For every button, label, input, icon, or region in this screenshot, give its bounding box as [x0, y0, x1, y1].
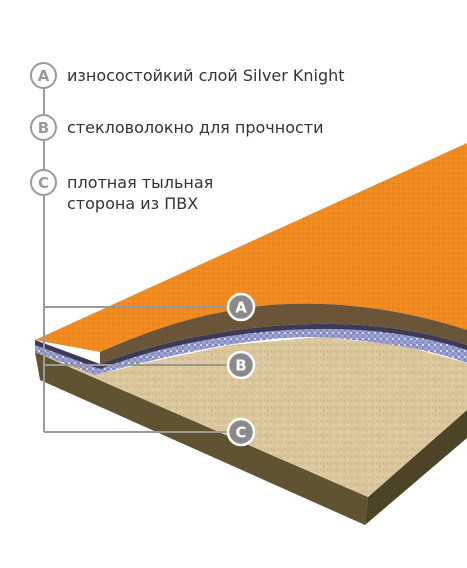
- leader-lines: [43, 88, 229, 433]
- legend-item-b: B стекловолокно для прочности: [30, 114, 324, 141]
- legend-marker-a: A: [30, 62, 57, 89]
- pvc-backing-surface: [35, 337, 467, 497]
- marker-a: A: [226, 292, 256, 322]
- marker-b: B: [226, 350, 256, 380]
- marker-a-label: A: [235, 299, 247, 317]
- marker-b-label: B: [235, 357, 246, 375]
- legend-text-b-line-1: стекловолокно для прочности: [67, 118, 324, 137]
- legend-item-c: C плотная тыльная сторона из ПВХ: [30, 169, 213, 214]
- legend-text-b: стекловолокно для прочности: [67, 117, 324, 138]
- marker-c-label: C: [235, 424, 246, 442]
- slab-front-edge: [35, 352, 368, 525]
- legend-text-a-line-1: износостойкий слой Silver Knight: [67, 66, 345, 85]
- wear-layer-surface: [35, 143, 467, 352]
- fiberglass-mesh-layer: [35, 326, 467, 375]
- layer-seam: [35, 323, 467, 369]
- legend-text-c-line-1: плотная тыльная: [67, 173, 214, 192]
- legend-text-a: износостойкий слой Silver Knight: [67, 65, 345, 86]
- slab-side-edge: [365, 410, 467, 525]
- legend-marker-b: B: [30, 114, 57, 141]
- legend-text-c: плотная тыльная сторона из ПВХ: [67, 172, 213, 214]
- legend-text-c-line-2: сторона из ПВХ: [67, 194, 199, 213]
- marker-c: C: [226, 417, 256, 447]
- legend-item-a: A износостойкий слой Silver Knight: [30, 62, 345, 89]
- wear-layer-edge: [100, 303, 467, 364]
- legend-marker-c: C: [30, 169, 57, 196]
